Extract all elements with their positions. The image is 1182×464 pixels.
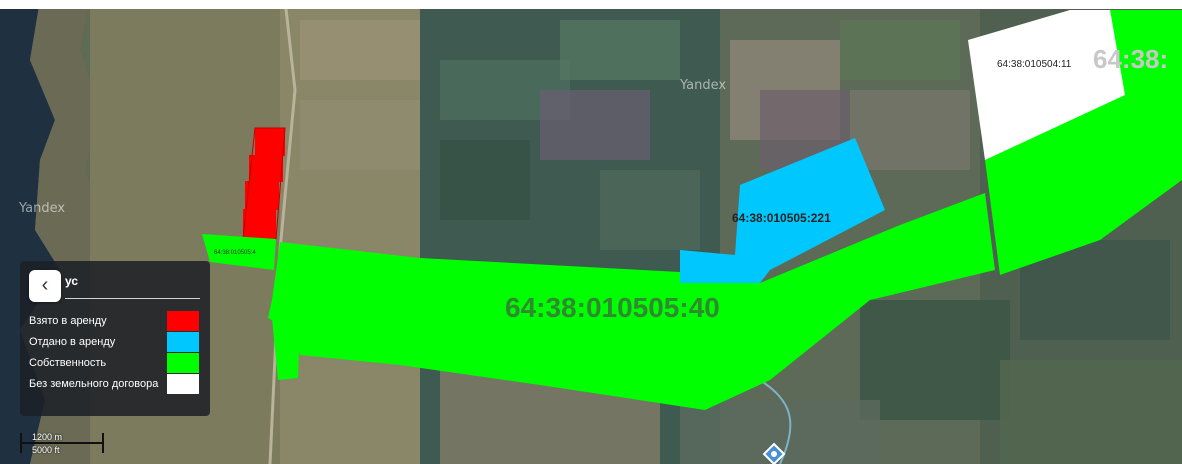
chevron-left-icon: ‹ xyxy=(41,274,49,296)
legend-swatch xyxy=(167,311,199,331)
legend-swatch xyxy=(167,374,199,394)
legend-swatch xyxy=(167,332,199,352)
yandex-watermark: Yandex xyxy=(19,201,66,216)
yandex-watermark: Yandex xyxy=(680,78,727,93)
map-pin-icon[interactable] xyxy=(760,442,788,464)
legend-item-label: Взято в аренду xyxy=(29,315,107,327)
parcel-leased-in-3 xyxy=(245,181,279,210)
parcel-leased-in-2 xyxy=(249,155,283,182)
legend-item-leased-in: Взято в аренду xyxy=(29,311,200,332)
parcel-64-38-010505-221 xyxy=(680,138,885,283)
legend-divider xyxy=(65,298,200,299)
parcel-label: 64:38:010505:4 xyxy=(214,250,256,256)
parcel-label: 64:38:010505:221 xyxy=(732,211,831,225)
scale-tick xyxy=(20,433,22,453)
parcel-leased-in-4 xyxy=(243,209,276,239)
parcel-64-38-010504-11 xyxy=(968,10,1125,160)
parcel-leased-in-1 xyxy=(255,128,285,156)
legend-item-label: Собственность xyxy=(29,357,107,369)
parcel-label: 64:38:010505:40 xyxy=(505,292,720,323)
parcel-64-38-010505-40 xyxy=(268,193,995,410)
parcel-64-38-010505-4 xyxy=(202,234,276,270)
scale-bar: 1200 m 5000 ft xyxy=(18,428,128,458)
top-strip xyxy=(0,0,1182,9)
parcel-label: 64:38: xyxy=(1093,44,1169,74)
legend-item-leased-out: Отдано в аренду xyxy=(29,332,200,353)
parcel-64-38-right xyxy=(985,55,1182,275)
scale-imperial-label: 5000 ft xyxy=(32,445,60,455)
collapse-legend-button[interactable]: ‹ xyxy=(29,270,61,302)
scale-metric-label: 1200 m xyxy=(32,432,63,442)
scale-tick xyxy=(102,433,104,453)
legend-swatch xyxy=(167,353,199,373)
scale-line xyxy=(20,442,104,444)
legend-panel: ‹ ус Взято в аренду Отдано в аренду Собс… xyxy=(20,261,210,416)
parcel-label: 64:38:010504:11 xyxy=(997,59,1072,70)
legend-items: Взято в аренду Отдано в аренду Собственн… xyxy=(29,311,200,395)
legend-item-own: Собственность xyxy=(29,353,200,374)
legend-item-label: Без земельного договора xyxy=(29,378,159,390)
legend-item-no-contract: Без земельного договора xyxy=(29,374,200,395)
legend-title: ус xyxy=(65,274,79,288)
legend-item-label: Отдано в аренду xyxy=(29,336,116,348)
